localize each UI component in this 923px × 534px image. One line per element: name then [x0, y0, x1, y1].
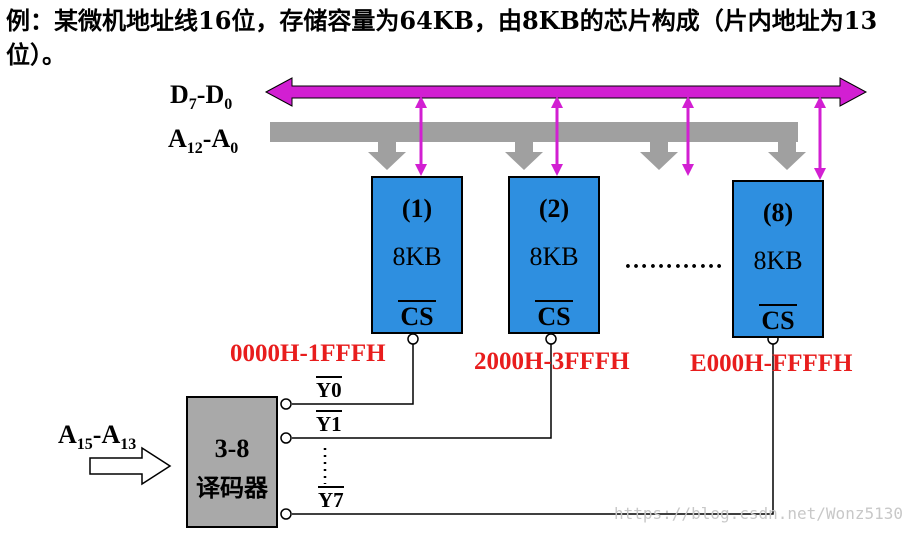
problem-title: 例：某微机地址线16位，存储容量为64KB，由8KB的芯片构成（片内地址为13位…: [6, 6, 878, 69]
address-range-2: 2000H-3FFFH: [474, 348, 630, 375]
memory-chip-2: (2) 8KB CS: [508, 176, 600, 334]
output-y0-label: Y0: [316, 376, 342, 402]
watermark: https://blog.csdn.net/Wonz5130: [614, 504, 903, 523]
chip-number: (8): [762, 198, 794, 227]
address-tap-1: [368, 142, 406, 170]
decoder-name: 译码器: [196, 474, 268, 502]
decoder-3-8: 3-8 译码器: [186, 396, 278, 528]
input-bus-label: A15-A13: [58, 420, 137, 453]
chip-select-label: CS: [759, 304, 797, 335]
data-tap-8: [814, 96, 826, 180]
decoder-type: 3-8: [214, 434, 250, 463]
input-arrow: [89, 446, 172, 486]
chip-number: (1): [401, 194, 433, 223]
address-bus-label: A12-A0: [168, 124, 239, 157]
bubble-cs-2: [545, 333, 557, 345]
address-range-8: E000H-FFFFH: [690, 350, 853, 377]
address-range-1: 0000H-1FFFH: [230, 340, 386, 367]
output-y1-label: Y1: [316, 410, 342, 436]
bubble-y0: [280, 398, 292, 410]
chip-select-label: CS: [398, 300, 436, 331]
address-tap-8: [768, 142, 806, 170]
cs-wires: [292, 344, 774, 515]
data-bus-taps: [415, 96, 826, 180]
address-bus-bar: [270, 122, 798, 142]
data-bus-arrow: [264, 77, 868, 107]
bubble-y7: [280, 508, 292, 520]
chip-capacity: 8KB: [392, 242, 442, 271]
chip-capacity: 8KB: [753, 246, 803, 275]
data-tap-3: [682, 96, 694, 176]
data-bus-label: D7-D0: [170, 80, 233, 113]
data-tap-2: [551, 96, 563, 176]
memory-chip-8: (8) 8KB CS: [732, 180, 824, 338]
chips-ellipsis: …………: [624, 248, 724, 274]
data-tap-1: [415, 96, 427, 176]
chip-capacity: 8KB: [529, 242, 579, 271]
memory-chip-1: (1) 8KB CS: [371, 176, 463, 334]
bubble-cs-1: [407, 333, 419, 345]
wire-y1: [292, 344, 552, 439]
output-y7-label: Y7: [318, 486, 344, 512]
address-tap-2: [505, 142, 543, 170]
address-tap-3: [640, 142, 678, 170]
address-bus-taps: [368, 142, 806, 170]
chip-number: (2): [538, 194, 570, 223]
wire-y7: [292, 344, 774, 515]
chip-select-label: CS: [535, 300, 573, 331]
wire-y0: [292, 344, 414, 405]
bubble-y1: [280, 432, 292, 444]
